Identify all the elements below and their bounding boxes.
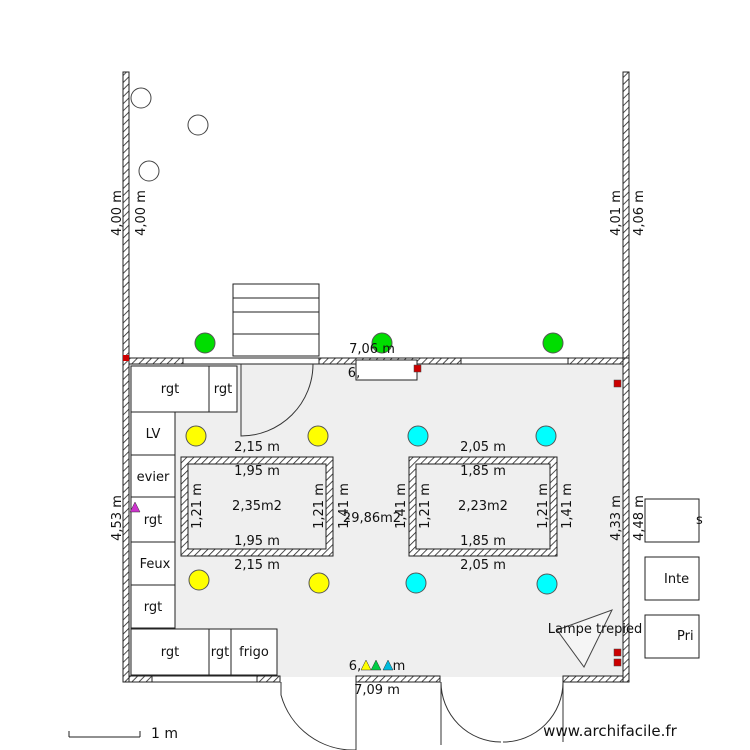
dimension-label: 1,21 m [536,483,551,529]
room-area-label: 29,86m2 [343,511,401,526]
cabinet-label: rgt [144,600,162,615]
dimension-label: 4,00 m [134,190,149,236]
cabinet-label: rgt [211,645,229,660]
marker-icon [382,659,394,671]
green-light-icon [194,332,216,354]
marker-icon [129,501,141,513]
outside-box-label: Inte [664,572,689,587]
fridge [230,628,278,676]
cyan-chair-icon [536,573,558,595]
top-wall-left [128,357,184,365]
socket-icon [613,648,622,657]
dimension-label: 6, [349,659,361,674]
bottom-wall-right [562,675,624,683]
washing-machine [130,411,176,456]
dimension-label: 4,00 m [110,190,125,236]
marker-icon [360,659,372,671]
top-threshold [355,359,418,381]
entry-door-swing[interactable] [240,363,314,437]
table-left [180,456,334,557]
dimension-label: m [393,659,406,674]
cooktop [130,541,176,586]
bottom-door-right-swing[interactable] [440,681,564,745]
dimension-label: 1,21 m [312,483,327,529]
dimension-label: 2,05 m [460,558,506,573]
dimension-label: 4,48 m [632,495,647,541]
outside-box-2 [644,556,700,601]
appliance-label: evier [137,470,170,485]
dimension-label: 1,41 m [337,483,352,529]
bottom-window-left [151,675,258,683]
area-label: 2,23m2 [458,499,508,514]
plant-icon [130,87,152,109]
right-room-wall [622,357,630,683]
watermark-text: www.archifacile.fr [543,722,677,740]
yellow-chair-icon [307,425,329,447]
bottom-wall-mid [355,675,441,683]
lamp-label: Lampe trepied [548,622,643,637]
cabinet-label: rgt [144,513,162,528]
bottom-door-left-swing[interactable] [280,682,357,750]
cyan-chair-icon [535,425,557,447]
cabinet-rgt-top-2 [208,365,238,413]
dimension-label: 4,53 m [110,495,125,541]
terrace-steps [232,283,320,357]
sink [130,454,176,498]
dimension-label: 4,06 m [632,190,647,236]
yellow-chair-icon [188,569,210,591]
socket-icon [613,379,622,388]
green-light-icon [542,332,564,354]
plant-icon [138,160,160,182]
outside-box-3 [644,614,700,659]
dimension-label: 1,85 m [460,534,506,549]
cyan-chair-icon [407,425,429,447]
dimension-label: 1,41 m [394,483,409,529]
area-label: 2,35m2 [232,499,282,514]
dimension-label: 2,15 m [234,440,280,455]
socket-icon [413,364,422,373]
appliance-label: frigo [239,645,269,660]
cabinet-label: rgt [161,382,179,397]
table-right [408,456,558,557]
dimension-label: 6, [348,366,360,381]
outside-box-label: Pri [677,629,694,644]
yellow-chair-icon [308,572,330,594]
top-window-right [460,357,569,365]
cabinet-label: rgt [214,382,232,397]
scale-bar [68,731,141,738]
cyan-chair-icon [405,572,427,594]
dimension-label: 1,21 m [418,483,433,529]
yellow-chair-icon [185,425,207,447]
socket-icon [613,658,622,667]
dimension-label: 1,85 m [460,464,506,479]
dimension-label: 1,21 m [190,483,205,529]
plant-icon [187,114,209,136]
appliance-label: LV [146,427,161,442]
marker-icon [370,659,382,671]
top-window-left [182,357,320,365]
appliance-label: Feux [140,557,171,572]
cabinet-rgt-low [130,584,176,629]
dimension-label: 1,95 m [234,464,280,479]
green-light-icon [371,332,393,354]
cabinet-label: rgt [161,645,179,660]
dimension-label: 7,09 m [354,683,400,698]
scale-label: 1 m [151,726,178,742]
dimension-label: 4,33 m [609,495,624,541]
dimension-label: 1,41 m [560,483,575,529]
dimension-label: 7,06 m [349,342,395,357]
top-wall-right [567,357,624,365]
dimension-label: 2,05 m [460,440,506,455]
dimension-label: 4,01 m [609,190,624,236]
outside-box-1 [644,498,700,543]
dimension-label: 2,15 m [234,558,280,573]
tripod-lamp-icon [556,609,613,668]
cabinet-rgt-mid [130,496,176,543]
outside-box-label: s [696,513,703,528]
socket-icon [123,355,129,361]
dimension-label: 1,95 m [234,534,280,549]
